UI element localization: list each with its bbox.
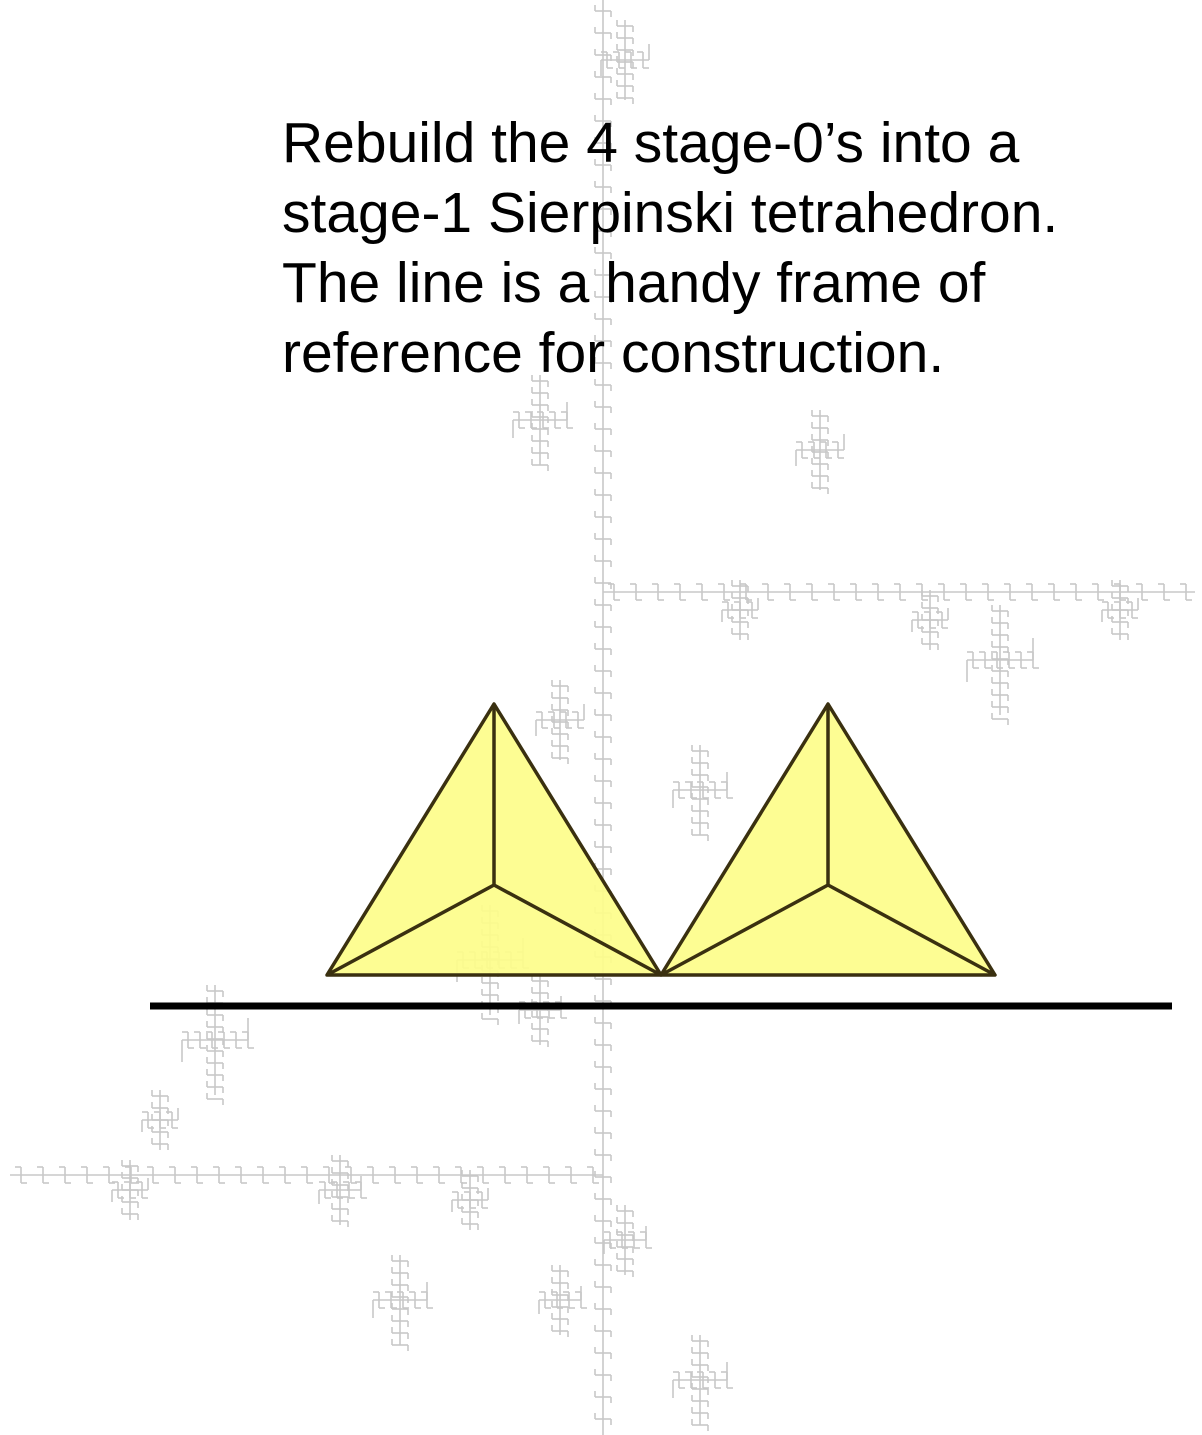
tetrahedron-left-edge-right — [493, 883, 662, 977]
tetrahedron-right-edge-right — [827, 883, 996, 977]
tetrahedron-right — [659, 702, 997, 977]
tetrahedron-right-edge-left — [660, 883, 829, 977]
instruction-line-2: stage-1 Sierpinski tetrahedron. — [282, 181, 1059, 245]
instruction-line-3: The line is a handy frame of — [282, 251, 986, 315]
instruction-text: Rebuild the 4 stage-0’s into a stage-1 S… — [282, 108, 1182, 388]
instruction-line-4: reference for construction. — [282, 321, 945, 385]
tetrahedron-left-edge-left — [326, 883, 495, 977]
tetrahedron-left — [325, 702, 663, 977]
instruction-line-1: Rebuild the 4 stage-0’s into a — [282, 111, 1020, 175]
